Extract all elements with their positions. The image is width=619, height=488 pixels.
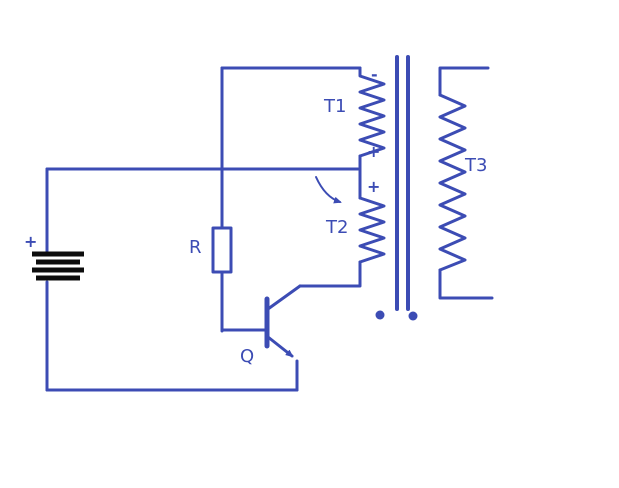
t2-winding (358, 196, 386, 264)
collector-feed-wire (298, 260, 362, 288)
t3-bottom-lead (438, 268, 494, 300)
transistor-symbol (220, 284, 302, 358)
t1-minus-label: - (371, 65, 378, 84)
transistor-emitter-lead (266, 335, 294, 358)
transistor-collector-lead (266, 284, 302, 311)
t1-label: T1 (323, 96, 346, 117)
phase-dot-secondary (408, 311, 418, 321)
phase-dot-primary (375, 310, 385, 320)
t1-winding (358, 66, 386, 158)
t3-top-lead (438, 66, 490, 97)
feedback-annotation-arrow (315, 176, 342, 204)
battery-symbol (32, 251, 84, 281)
wires (45, 66, 362, 392)
t3-label: T3 (464, 155, 487, 176)
t2-label: T2 (325, 217, 348, 238)
battery-plus-label: + (24, 232, 37, 251)
resistor-label: R (189, 237, 202, 258)
t2-plus-label: + (367, 177, 380, 196)
transformer-core (395, 55, 410, 311)
resistor-body (211, 226, 233, 274)
t1-plus-label: + (367, 142, 380, 161)
t3-winding (438, 93, 467, 272)
t3-secondary (438, 66, 494, 300)
transistor-label: Q (240, 346, 254, 367)
